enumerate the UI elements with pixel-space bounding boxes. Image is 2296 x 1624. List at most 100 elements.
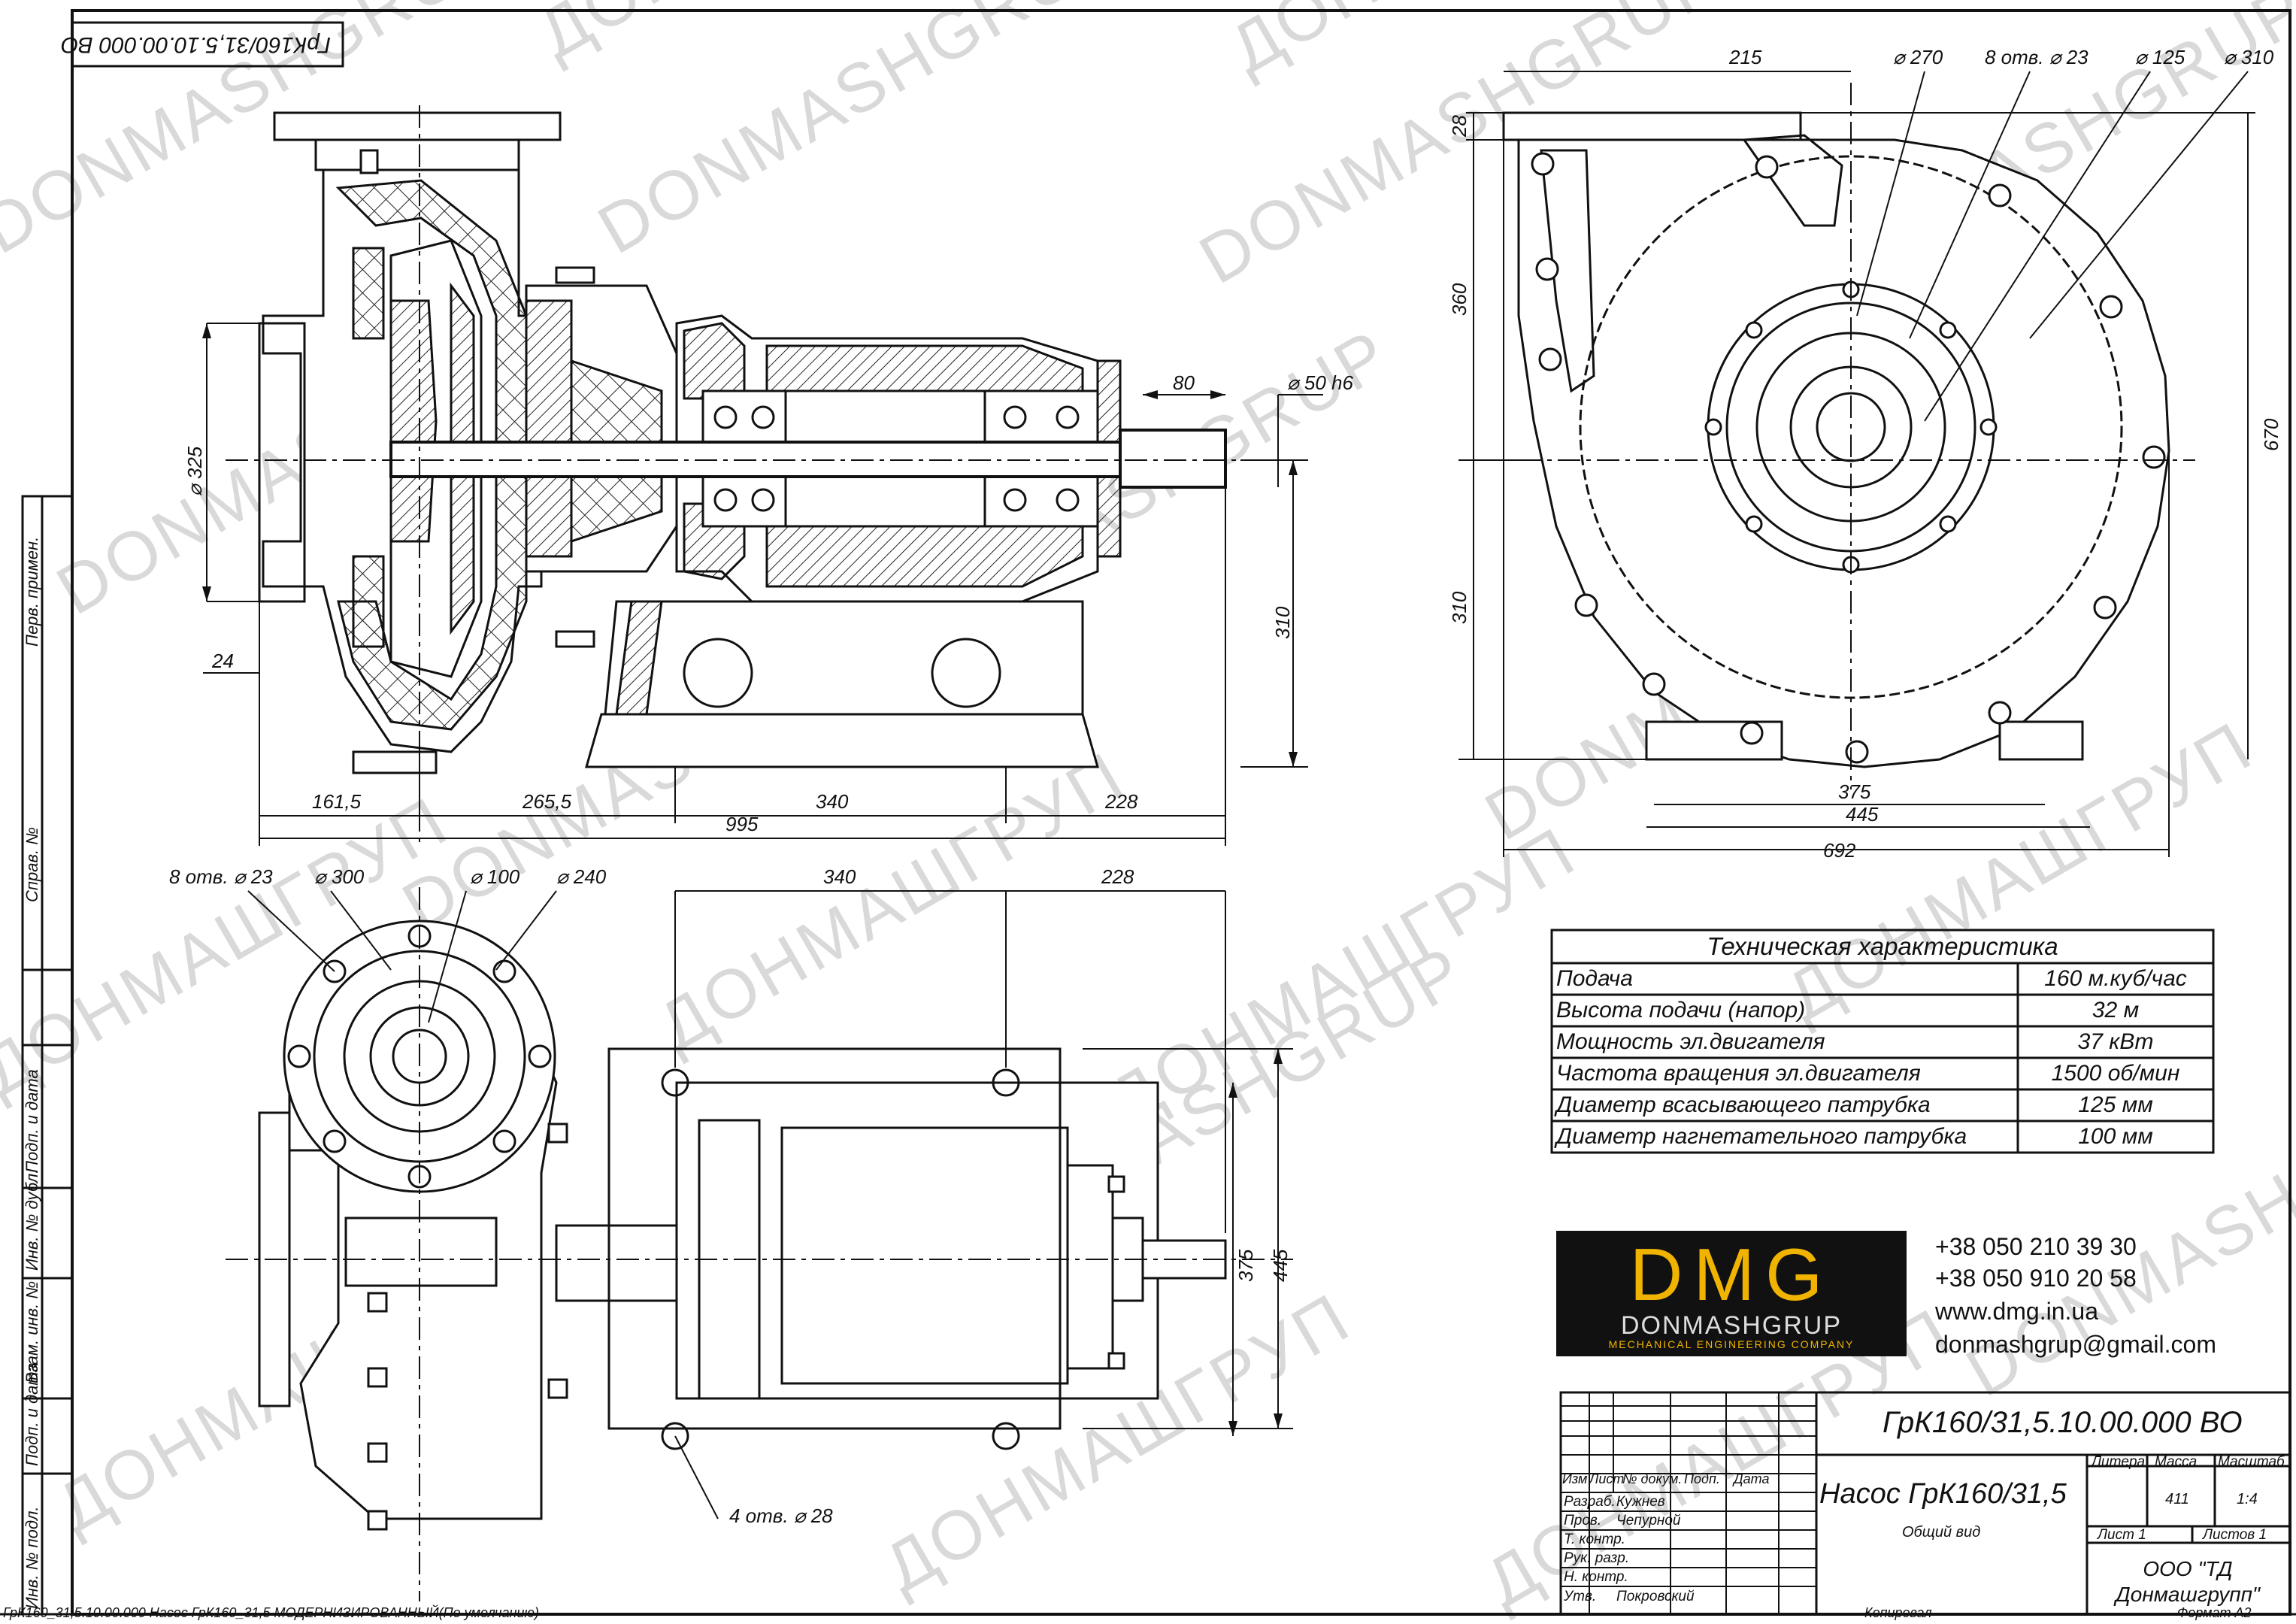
tb-mass: 411 <box>2165 1491 2189 1507</box>
dim-375: 375 <box>1234 1249 1257 1282</box>
website-link[interactable]: www.dmg.in.ua <box>1935 1298 2098 1325</box>
side-label: Инв. № подл. <box>23 1506 41 1609</box>
tb-person: Покровский <box>1616 1589 1695 1604</box>
footer-format: Формат А2 <box>2177 1605 2252 1620</box>
tb-scale-label: Масштаб <box>2218 1454 2285 1470</box>
dim-d50h6: ⌀ 50 h6 <box>1287 371 1353 394</box>
tb-col-sign: Подп. <box>1684 1471 1720 1486</box>
tech-row: Диаметр нагнетательного патрубка 100 мм <box>1552 1121 2213 1153</box>
dim-161: 161,5 <box>312 790 362 813</box>
dim-d300: ⌀ 300 <box>314 865 365 888</box>
side-labels: Перв. примен. Справ. № Подп. и дата Инв.… <box>23 537 41 1609</box>
dim-310v: 310 <box>1448 591 1471 624</box>
tech-row: Мощность эл.двигателя 37 кВт <box>1552 1026 2213 1058</box>
logo-tagline: MECHANICAL ENGINEERING COMPANY <box>1608 1338 1855 1350</box>
tb-person: Кужнев <box>1616 1494 1665 1510</box>
tech-table-grid <box>1550 929 2215 1154</box>
side-label: Справ. № <box>23 827 41 902</box>
dim-d125: ⌀ 125 <box>2135 46 2185 68</box>
phone-2[interactable]: +38 050 910 20 58 <box>1935 1265 2137 1292</box>
tb-col-doc: № докум. <box>1622 1471 1683 1486</box>
tb-person: Чепурной <box>1616 1513 1681 1529</box>
tb-role: Разраб. <box>1564 1494 1616 1510</box>
dim-692: 692 <box>1823 839 1856 862</box>
tech-param: Высота подачи (напор) <box>1556 998 1806 1023</box>
stamp-number: ГрК160/31,5.10.00.000 ВО <box>61 32 331 57</box>
footer-copy: Копировал <box>1864 1605 1932 1620</box>
top-view <box>258 920 1227 1531</box>
side-view-dim-text: ⌀ 325 24 80 ⌀ 50 h6 310 161,5 265,5 340 … <box>183 371 1353 835</box>
dim-265: 265,5 <box>522 790 572 813</box>
dim-228: 228 <box>1101 865 1134 888</box>
side-view-centerlines <box>226 105 1293 842</box>
dim-670: 670 <box>2260 418 2282 451</box>
tech-value: 32 м <box>2092 998 2140 1023</box>
tech-row: Высота подачи (напор) 32 м <box>1552 995 2213 1026</box>
dim-995: 995 <box>725 813 759 835</box>
dim-80: 80 <box>1173 371 1195 394</box>
side-label: Перв. примен. <box>23 537 41 647</box>
side-label: Взам. инв. № <box>23 1281 41 1383</box>
watermark: DONMASHGRUP <box>586 0 1132 268</box>
tech-value: 125 мм <box>2078 1092 2153 1117</box>
tb-designation: ГрК160/31,5.10.00.000 ВО <box>1883 1406 2243 1439</box>
tb-scale: 1:4 <box>2237 1491 2258 1507</box>
watermark: ДОНМАШГРУП <box>1097 813 1589 1141</box>
email-link[interactable]: donmashgrup@gmail.com <box>1935 1331 2216 1358</box>
top-view-centerlines <box>226 887 1293 1601</box>
watermark: ДОНМАШГРУП <box>646 738 1137 1066</box>
front-view-dim-text: 215 ⌀ 270 8 отв. ⌀ 23 ⌀ 125 ⌀ 310 28 360… <box>1448 46 2282 862</box>
dim-d270: ⌀ 270 <box>1893 46 1943 68</box>
tech-param: Диаметр нагнетательного патрубка <box>1556 1124 1967 1149</box>
tech-value: 160 м.куб/час <box>2044 966 2187 991</box>
tb-role: Н. контр. <box>1564 1569 1628 1585</box>
tb-doc-type: Общий вид <box>1902 1524 1981 1541</box>
tech-param: Мощность эл.двигателя <box>1556 1029 1825 1054</box>
tb-col-list: Лист <box>1589 1471 1625 1486</box>
tb-sheets: Листов 1 <box>2203 1527 2267 1543</box>
front-view-centerlines <box>1519 83 2195 789</box>
side-label: Подп. и дата <box>23 1362 41 1466</box>
dim-340: 340 <box>816 790 849 813</box>
tb-role: Рук. разр. <box>1564 1550 1630 1566</box>
tb-col-izm: Изм <box>1562 1471 1588 1486</box>
dim-360: 360 <box>1448 283 1471 316</box>
dim-d240: ⌀ 240 <box>556 865 607 888</box>
phone-1[interactable]: +38 050 210 39 30 <box>1935 1233 2137 1260</box>
tb-role: Пров. <box>1564 1513 1602 1529</box>
tech-row: Частота вращения эл.двигателя 1500 об/ми… <box>1552 1058 2213 1089</box>
dim-375: 375 <box>1838 780 1871 803</box>
dim-d310: ⌀ 310 <box>2224 46 2274 68</box>
tb-name: Насос ГрК160/31,5 <box>1819 1478 2067 1510</box>
dim-holes23: 8 отв. ⌀ 23 <box>169 865 273 888</box>
dim-445: 445 <box>1846 803 1879 826</box>
tech-value: 37 кВт <box>2077 1029 2154 1054</box>
tb-mass-label: Масса <box>2155 1454 2198 1470</box>
tech-param: Подача <box>1556 966 1633 991</box>
company-logo: DMG DONMASHGRUP MECHANICAL ENGINEERING C… <box>1556 1231 1907 1356</box>
tech-param: Диаметр всасывающего патрубка <box>1556 1092 1931 1117</box>
tech-row: Диаметр всасывающего патрубка 125 мм <box>1552 1089 2213 1121</box>
tech-value: 1500 об/мин <box>2051 1061 2180 1086</box>
logo-mark: DMG <box>1629 1233 1834 1316</box>
dim-445: 445 <box>1269 1249 1292 1282</box>
front-view <box>1502 111 2170 768</box>
dim-holes23: 8 отв. ⌀ 23 <box>1985 46 2089 68</box>
top-view-dim-text: 8 отв. ⌀ 23 ⌀ 300 ⌀ 100 ⌀ 240 340 228 37… <box>169 865 1292 1527</box>
side-label: Инв. № дубл. <box>23 1169 41 1271</box>
top-view-dims <box>247 890 1293 1519</box>
tech-table-title: Техническая характеристика <box>1707 932 2058 960</box>
footer-file: ГрК160_31,5.10.00.000 Насос ГрК160_31,5 … <box>3 1605 539 1620</box>
tb-col-date: Дата <box>1734 1471 1770 1486</box>
tb-role: Т. контр. <box>1564 1532 1625 1547</box>
tech-param: Частота вращения эл.двигателя <box>1556 1061 1921 1086</box>
tb-sheet: Лист 1 <box>2098 1527 2146 1543</box>
dim-holes28: 4 отв. ⌀ 28 <box>729 1504 833 1527</box>
side-label: Подп. и дата <box>23 1069 41 1173</box>
dim-340: 340 <box>823 865 856 888</box>
titleblock-grid <box>1559 1391 2291 1616</box>
logo-name: DONMASHGRUP <box>1620 1311 1843 1340</box>
dim-d100: ⌀ 100 <box>470 865 520 888</box>
front-view-dims <box>1458 71 2255 857</box>
